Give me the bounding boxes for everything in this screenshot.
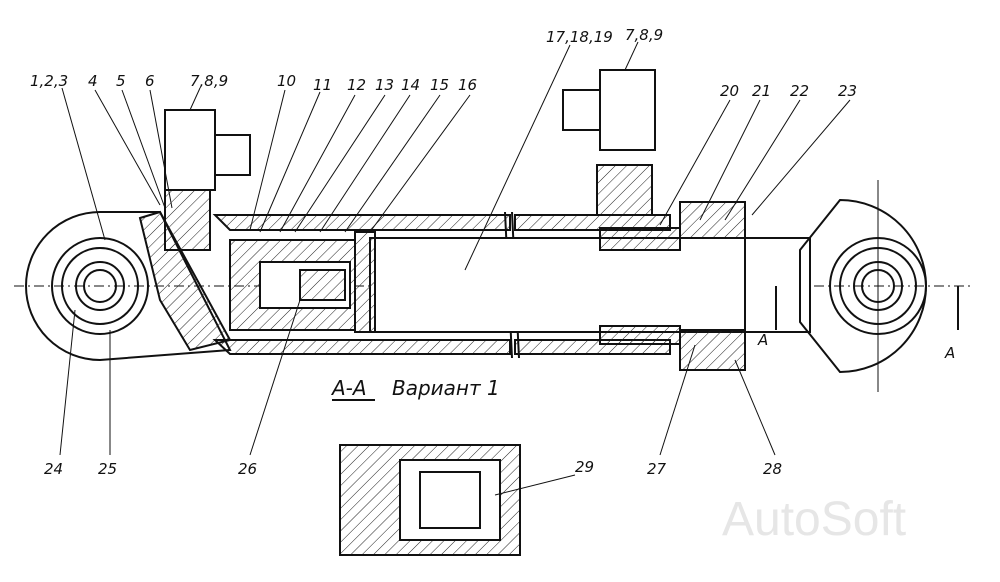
callout-14: 14 [401,76,420,94]
right-fitting [562,69,656,216]
callout-27: 27 [647,460,667,478]
callout-23: 23 [838,82,857,100]
right-eye-end [799,180,927,392]
section-label: А-А [330,376,367,400]
callout-26: 26 [238,460,257,478]
callout-1-2-3: 1,2,3 [30,72,68,90]
callout-16: 16 [458,76,477,94]
callout-13: 13 [375,76,394,94]
callout-22: 22 [790,82,809,100]
left-fitting [164,109,251,251]
callout-12: 12 [347,76,366,94]
callout-6: 6 [145,72,155,90]
section-marker-a-right: А [944,344,955,362]
section-detail [339,444,521,556]
gland-head [599,201,746,371]
watermark-text: AutoSoft [722,493,906,546]
left-eye-end [25,210,232,362]
callout-10: 10 [277,72,296,90]
callout-17-18-19: 17,18,19 [546,28,613,46]
piston-rod [229,231,811,333]
callout-29: 29 [575,458,594,476]
callout-28: 28 [763,460,782,478]
section-marker-a: А [757,331,768,349]
callout-11: 11 [313,76,332,94]
section-variant: Вариант 1 [392,376,500,400]
callout-leaders [59,41,851,496]
callout-7-8-9-left: 7,8,9 [190,72,228,90]
callout-21: 21 [752,82,771,100]
callout-24: 24 [44,460,63,478]
callout-20: 20 [720,82,739,100]
callout-25: 25 [98,460,117,478]
cylinder-barrel [212,211,671,359]
callout-4: 4 [88,72,98,90]
callout-15: 15 [430,76,449,94]
callout-7-8-9-right: 7,8,9 [625,26,663,44]
callout-5: 5 [116,72,126,90]
